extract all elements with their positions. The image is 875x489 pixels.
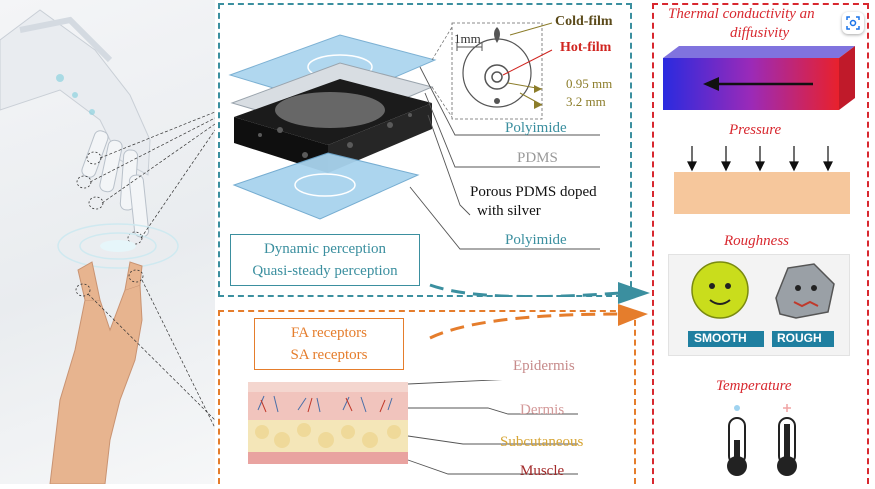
inner-diameter-label: 0.95 mm — [566, 76, 613, 91]
skin-cross-section — [248, 380, 578, 475]
thermal-title-line2: diffusivity — [730, 25, 790, 41]
thermometers — [727, 404, 797, 476]
temperature-title: Temperature — [716, 378, 792, 394]
receptors-box: FA receptors SA receptors — [254, 318, 404, 370]
dynamic-perception-label: Dynamic perception — [263, 241, 387, 257]
sa-receptors-label: SA receptors — [290, 347, 368, 363]
human-hand — [49, 284, 143, 485]
skin-structure-panel — [218, 310, 636, 484]
porous-pdms-label-line2: with silver — [477, 203, 541, 219]
properties-panel — [652, 3, 869, 484]
orange-dashed-arrow — [429, 304, 648, 340]
perception-box: Dynamic perception Quasi-steady percepti… — [230, 234, 420, 286]
fa-receptors-label: FA receptors — [291, 325, 367, 341]
teal-arrowhead — [618, 282, 650, 304]
polyimide-bottom-layer — [232, 152, 420, 220]
rough-tag — [772, 331, 834, 347]
hot-film-label: Hot-film — [560, 40, 612, 55]
detail-inset — [451, 22, 543, 120]
quasi-steady-perception-label: Quasi-steady perception — [252, 263, 398, 279]
rough-label: ROUGH — [777, 331, 822, 345]
scale-bar-label: 1mm — [454, 31, 481, 46]
roughness-title: Roughness — [724, 233, 789, 249]
pressure-title: Pressure — [729, 122, 782, 138]
hands-drawing — [0, 9, 216, 485]
polyimide-top-label: Polyimide — [505, 120, 567, 136]
roughness-illustration — [691, 261, 835, 319]
pressure-illustration — [674, 146, 850, 214]
smooth-label: SMOOTH — [694, 331, 747, 345]
rough-rock — [775, 263, 835, 319]
pdms-label: PDMS — [517, 150, 558, 166]
subcutaneous-label: Subcutaneous — [500, 434, 584, 450]
cold-film-label: Cold-film — [555, 14, 613, 29]
robot-fingers — [81, 130, 150, 238]
sensor-structure-panel — [218, 3, 632, 297]
sensor-layers-drawing — [228, 22, 621, 297]
smooth-ball — [691, 261, 749, 319]
dermis-label: Dermis — [520, 402, 565, 418]
muscle-label: Muscle — [520, 463, 565, 479]
polyimide-bottom-label: Polyimide — [505, 232, 567, 248]
lens-scan-icon[interactable] — [842, 12, 864, 34]
hands-illustration — [0, 0, 216, 485]
thermal-title-line1: Thermal conductivity an — [668, 6, 815, 22]
epidermis-label: Epidermis — [513, 358, 575, 374]
porous-pdms-label-line1: Porous PDMS doped — [470, 184, 597, 200]
thermal-block — [663, 46, 855, 110]
smooth-tag — [688, 331, 764, 347]
outer-diameter-label: 3.2 mm — [566, 94, 606, 109]
